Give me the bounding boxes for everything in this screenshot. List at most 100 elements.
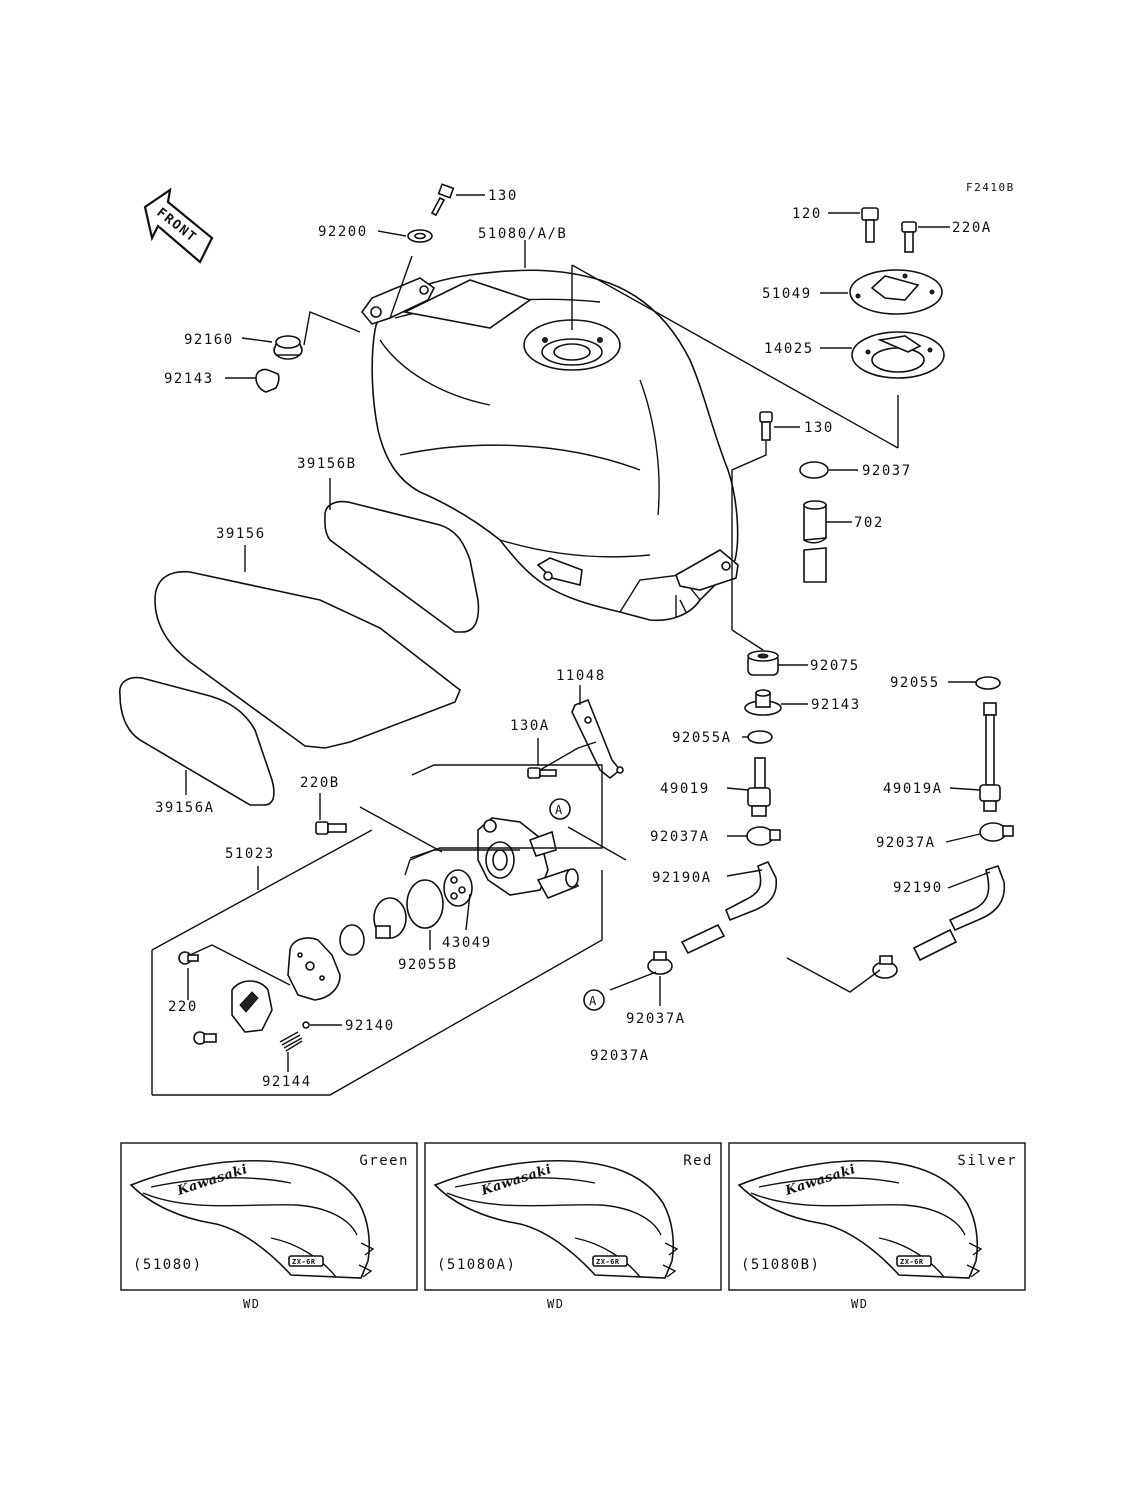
- label-51080ab: 51080/A/B: [478, 226, 567, 242]
- screw-130a: [527, 767, 557, 779]
- label-220b: 220B: [300, 775, 340, 791]
- label-51023: 51023: [225, 846, 275, 862]
- label-92075: 92075: [810, 658, 860, 674]
- label-39156a: 39156A: [155, 800, 215, 816]
- variant-part-number: (51080): [133, 1257, 203, 1273]
- label-92190: 92190: [893, 880, 943, 896]
- label-92144: 92144: [262, 1074, 312, 1090]
- label-130-top: 130: [488, 188, 518, 204]
- screw-220a: [901, 221, 917, 253]
- cock-plate: [287, 937, 341, 1001]
- bolt-130-mid: [759, 411, 773, 441]
- label-14025: 14025: [764, 341, 814, 357]
- hose-92190a: [680, 860, 778, 955]
- model-badge: ZX-6R: [292, 1258, 316, 1266]
- label-130a: 130A: [510, 718, 550, 734]
- tube-702: [803, 500, 827, 583]
- pipe-49019: [747, 757, 771, 817]
- damper-92160: [273, 335, 303, 360]
- variant-part-number: (51080A): [437, 1257, 516, 1273]
- oring-92055: [975, 676, 1001, 690]
- variant-code: WD: [851, 1297, 868, 1311]
- tank-pad-39156b: [324, 500, 480, 633]
- label-220a: 220A: [952, 220, 992, 236]
- label-120: 120: [792, 206, 822, 222]
- bolt-130-top: [430, 183, 455, 217]
- label-220: 220: [168, 999, 198, 1015]
- hose-92190: [912, 864, 1006, 962]
- label-49019a: 49019A: [883, 781, 943, 797]
- label-92037a-bottom: 92037A: [626, 1011, 686, 1027]
- label-92200: 92200: [318, 224, 368, 240]
- label-92055b: 92055B: [398, 957, 458, 973]
- variant-code: WD: [243, 1297, 260, 1311]
- callout-labels: 130 92200 51080/A/B 120 220A 51049 14025…: [155, 188, 992, 1090]
- label-92037a-mid: 92037A: [650, 829, 710, 845]
- bracket-11048: [571, 698, 624, 780]
- oring-92055b: [406, 879, 444, 929]
- label-49019: 49019: [660, 781, 710, 797]
- damper-92075: [747, 650, 779, 676]
- label-92037: 92037: [862, 463, 912, 479]
- fuel-tank: [360, 269, 739, 622]
- variant-part-number: (51080B): [741, 1257, 820, 1273]
- model-badge: ZX-6R: [900, 1258, 924, 1266]
- label-92160: 92160: [184, 332, 234, 348]
- clamp-92037a-mid: [746, 826, 781, 846]
- ring-92037: [799, 461, 829, 479]
- label-92143-left: 92143: [164, 371, 214, 387]
- label-702: 702: [854, 515, 884, 531]
- model-badge: ZX-6R: [596, 1258, 620, 1266]
- figure-code: F2410B: [966, 181, 1015, 194]
- bolt-120: [861, 207, 879, 243]
- pipe-49019a: [979, 702, 1001, 812]
- label-92190a: 92190A: [652, 870, 712, 886]
- tank-pad-39156a: [118, 676, 275, 806]
- variant-color-name: Red: [683, 1153, 713, 1169]
- valve-plate: [373, 897, 407, 939]
- oring-small: [339, 924, 365, 956]
- screw-220: [178, 951, 199, 965]
- label-39156b: 39156B: [297, 456, 357, 472]
- label-92037a-right: 92037A: [876, 835, 936, 851]
- clamp-92037a-right-bottom: [872, 955, 898, 979]
- screw-220b: [315, 821, 347, 835]
- label-92140: 92140: [345, 1018, 395, 1034]
- leader-lines: [151, 194, 991, 1096]
- fuel-cock-body: [477, 817, 580, 900]
- ball-92140: [302, 1021, 310, 1029]
- collar-92143-left: [255, 368, 280, 393]
- circle-a-label-top: A: [555, 803, 564, 817]
- label-92055: 92055: [890, 675, 940, 691]
- circle-a-marker-bottom: A: [583, 989, 605, 1011]
- variant-color-name: Green: [359, 1153, 409, 1169]
- clamp-92037a-right: [979, 822, 1014, 842]
- variant-code: WD: [547, 1297, 564, 1311]
- oring-92055a: [747, 730, 773, 744]
- label-11048: 11048: [556, 668, 606, 684]
- spring-92144: [279, 1031, 303, 1052]
- label-92037a-lower: 92037A: [590, 1048, 650, 1064]
- gasket-43049: [443, 869, 473, 907]
- front-arrow-icon: FRONT: [143, 187, 214, 264]
- label-92055a: 92055A: [672, 730, 732, 746]
- collar-92143-right: [744, 689, 782, 716]
- gasket-14025: [851, 331, 945, 379]
- tank-pad-39156: [154, 570, 461, 749]
- circle-a-marker-top: A: [549, 798, 571, 820]
- label-51049: 51049: [762, 286, 812, 302]
- lever-knob: [231, 980, 273, 1033]
- label-43049: 43049: [442, 935, 492, 951]
- cap-51049: [849, 269, 943, 315]
- label-130-mid: 130: [804, 420, 834, 436]
- label-92143-right: 92143: [811, 697, 861, 713]
- clamp-92037a-bottom: [647, 951, 673, 975]
- label-39156: 39156: [216, 526, 266, 542]
- washer-92200: [407, 229, 433, 243]
- variant-color-name: Silver: [957, 1153, 1017, 1169]
- screw-lower: [193, 1031, 217, 1045]
